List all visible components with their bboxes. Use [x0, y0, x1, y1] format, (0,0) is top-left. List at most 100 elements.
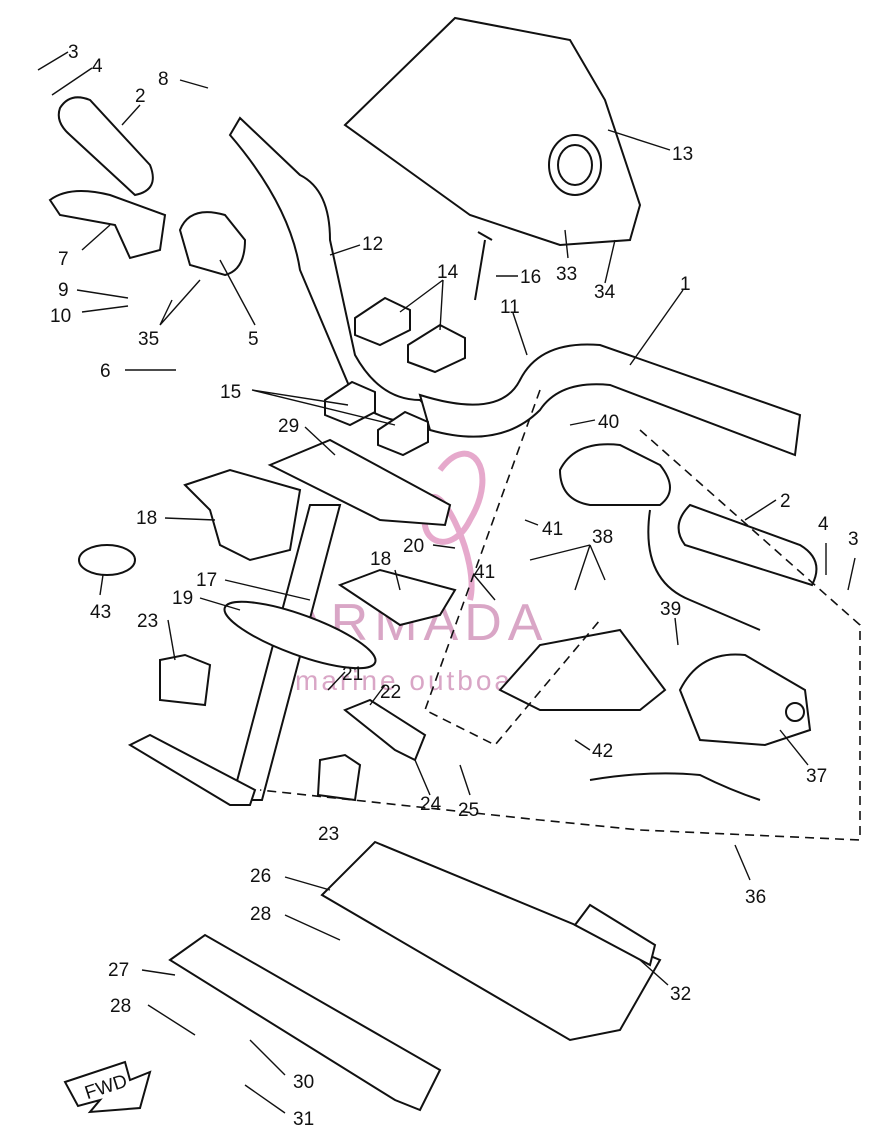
callout-23b: 23: [318, 824, 339, 845]
wire-harness: [589, 509, 761, 801]
leader-18b: [394, 569, 401, 591]
leader-13: [607, 129, 671, 151]
clamp-bolt: [474, 231, 493, 301]
lower-clamp-b: [377, 410, 429, 457]
leader-37: [779, 729, 809, 766]
callout-21: 21: [342, 664, 363, 685]
leader-21: [327, 671, 346, 691]
leader-33: [564, 229, 569, 259]
callout-27: 27: [108, 960, 129, 981]
leader-4: [51, 67, 93, 96]
callout-28b: 28: [110, 996, 131, 1017]
cover-hole-inner: [557, 144, 593, 186]
callout-34: 34: [594, 282, 616, 303]
callout-23: 23: [137, 611, 158, 632]
leader-34: [604, 239, 616, 284]
callout-33: 33: [556, 264, 577, 285]
leader-27: [141, 969, 176, 976]
callout-41b: 41: [474, 562, 495, 583]
callout-6: 6: [100, 361, 111, 382]
callout-13: 13: [672, 144, 693, 165]
callout-32: 32: [670, 984, 691, 1005]
leader-40: [569, 419, 596, 426]
callout-3b: 3: [848, 529, 859, 550]
callout-20: 20: [403, 536, 424, 557]
grip-left: [57, 96, 154, 197]
callout-31: 31: [293, 1109, 314, 1130]
part-drawings: [48, 16, 861, 1112]
callout-43: 43: [90, 602, 111, 623]
grip-right: [677, 503, 818, 587]
leader-19: [199, 597, 241, 611]
leader-3b: [847, 557, 856, 591]
column-arm: [127, 733, 257, 806]
leader-23: [167, 619, 176, 661]
callout-7: 7: [58, 249, 69, 270]
callout-18b: 18: [370, 549, 391, 570]
leader-29: [304, 426, 336, 456]
leader-5: [219, 259, 256, 326]
lower-clamp-a: [324, 380, 376, 427]
callout-2: 2: [135, 86, 146, 107]
leader-lines: [37, 51, 856, 1114]
callout-37: 37: [806, 766, 827, 787]
bushing-lower: [316, 753, 362, 802]
callout-2b: 2: [780, 491, 791, 512]
leader-41: [524, 519, 539, 526]
callout-5: 5: [248, 329, 259, 350]
throttle-lever: [48, 190, 167, 260]
leader-28: [284, 914, 341, 941]
leader-12: [329, 244, 361, 256]
upper-clamp-a: [354, 296, 411, 347]
leader-35: [159, 279, 201, 326]
handlebar-main: [418, 343, 802, 457]
column-plate: [223, 600, 377, 670]
fwd-arrow: FWD: [63, 1060, 152, 1114]
callout-1: 1: [680, 274, 691, 295]
steering-bracket: [183, 468, 302, 562]
leader-15: [251, 389, 396, 426]
callout-25: 25: [458, 800, 479, 821]
leader-24: [414, 759, 431, 796]
leader-22: [369, 684, 386, 706]
leader-2: [121, 104, 141, 126]
leader-14: [399, 279, 444, 331]
callout-41: 41: [542, 519, 563, 540]
steering-bracket-24: [343, 698, 427, 762]
callout-labels: 1 2 2 3 3 4 4 5 6 7 8 9 10 11 12 13 14 1…: [50, 42, 859, 1130]
leader-41b: [473, 574, 496, 601]
leader-38: [529, 544, 606, 591]
leader-3: [37, 51, 69, 71]
leader-1: [629, 289, 684, 366]
bushing-upper: [159, 653, 212, 707]
leader-32: [639, 959, 669, 986]
upper-clamp-b: [407, 323, 466, 374]
plate-32: [573, 903, 657, 967]
leader-8: [179, 79, 209, 89]
callout-4: 4: [92, 56, 103, 77]
hose-clamp: [78, 544, 136, 576]
callout-3: 3: [68, 42, 79, 63]
leader-26: [284, 876, 331, 891]
fwd-arrow-shape: [63, 1060, 152, 1114]
callout-35: 35: [138, 329, 159, 350]
leader-42: [574, 739, 591, 751]
callout-29: 29: [278, 416, 299, 437]
leader-17: [224, 579, 311, 601]
callout-11: 11: [500, 297, 520, 318]
callout-10: 10: [50, 306, 71, 327]
callout-17: 17: [196, 570, 217, 591]
leader-9: [76, 289, 129, 299]
leader-20: [432, 544, 456, 549]
leader-11: [512, 312, 528, 356]
leader-18: [164, 517, 216, 521]
callout-39: 39: [660, 599, 681, 620]
switch-housing: [558, 443, 671, 506]
callout-26: 26: [250, 866, 271, 887]
callout-30: 30: [293, 1072, 314, 1093]
leader-43: [99, 574, 104, 596]
callout-4b: 4: [818, 514, 829, 535]
switch-module: [498, 628, 667, 711]
callout-16: 16: [520, 267, 541, 288]
